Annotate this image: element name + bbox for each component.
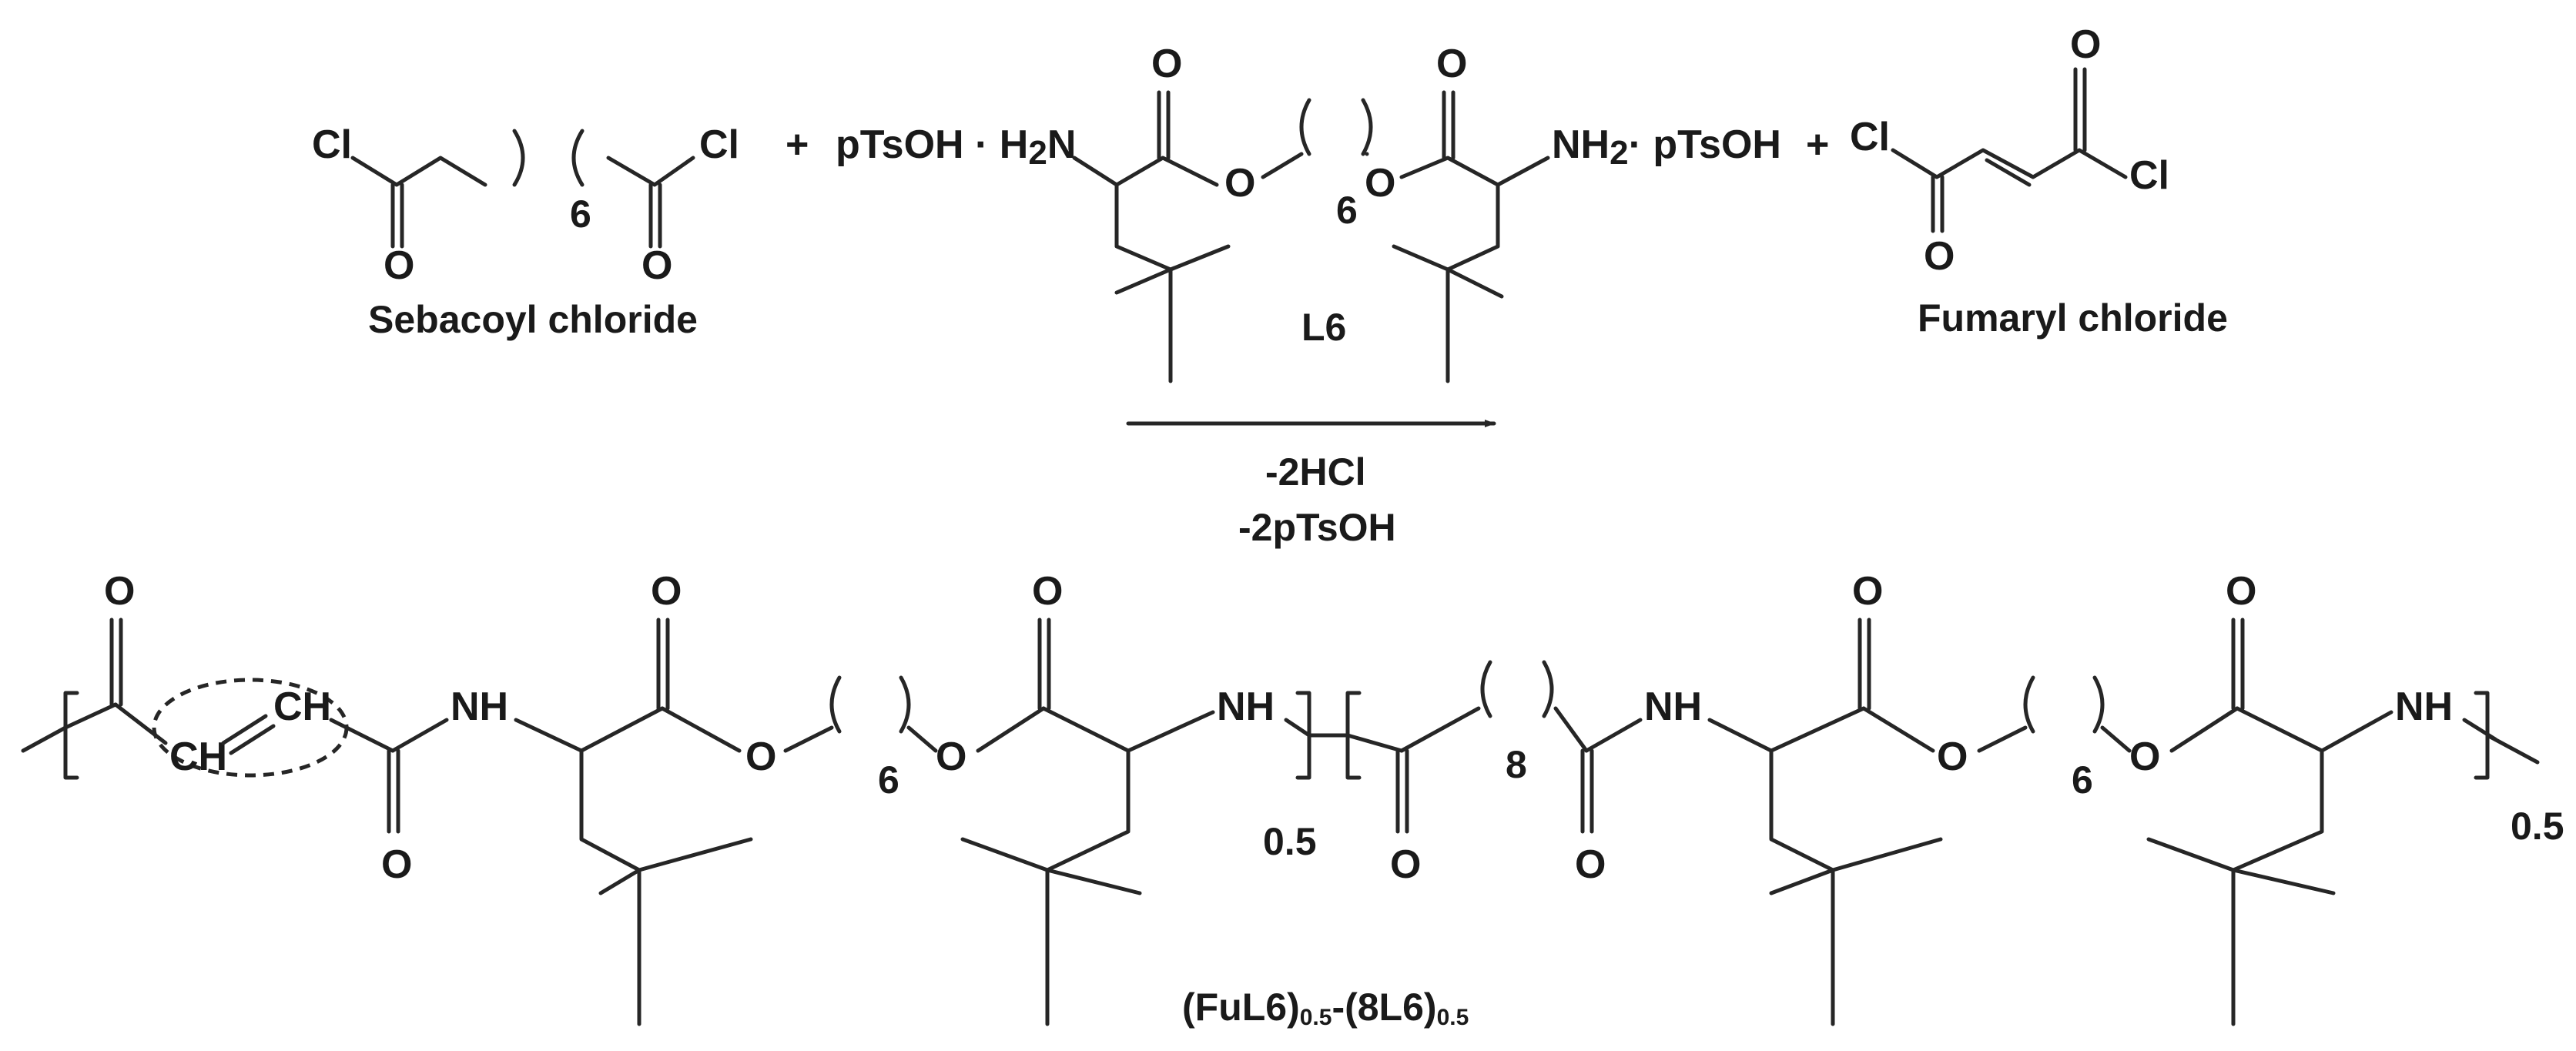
l6-o-carbonyl-left: O (1151, 42, 1182, 86)
product-o-4: O (745, 735, 776, 779)
reaction-arrow: -2HCl -2pTsOH (1126, 420, 1496, 549)
product-ch-top: CH (273, 684, 331, 729)
product-o-7: O (1390, 842, 1421, 887)
product-subscript-0.5-b: 0.5 (2511, 805, 2564, 848)
fumaryl-cl-left: Cl (1850, 115, 1890, 159)
fumaryl-o-bottom: O (1924, 234, 1955, 279)
sebacoyl-chloride-structure: Cl Cl O O 6 Sebacoyl chloride (312, 122, 739, 341)
product-o-2: O (381, 842, 412, 887)
sebacoyl-chloride-name: Sebacoyl chloride (368, 298, 698, 341)
product-o-1: O (104, 569, 135, 614)
product-o-11: O (2129, 735, 2160, 779)
product-nh-4: NH (2395, 684, 2453, 729)
sebacoyl-o-left: O (384, 243, 414, 288)
sebacoyl-cl-left: Cl (312, 122, 352, 167)
l6-left-salt: pTsOH · H2N (836, 122, 1076, 172)
plus-sign-2: + (1806, 122, 1829, 167)
product-repeat-6-a: 6 (878, 758, 899, 802)
fumaryl-cl-right: Cl (2129, 153, 2169, 198)
product-repeat-8: 8 (1506, 743, 1527, 786)
arrow-condition-hcl: -2HCl (1265, 450, 1366, 494)
fumaryl-o-top: O (2070, 22, 2101, 67)
product-ch-bottom: CH (169, 735, 227, 779)
l6-repeat-6: 6 (1336, 189, 1358, 232)
product-nh-1: NH (451, 684, 508, 729)
sebacoyl-repeat-6: 6 (570, 192, 591, 236)
sebacoyl-cl-right: Cl (699, 122, 739, 167)
arrow-condition-ptsoh: -2pTsOH (1238, 506, 1396, 549)
product-o-9: O (1852, 569, 1883, 614)
product-o-5: O (936, 735, 966, 779)
l6-monomer-structure: pTsOH · H2N O O 6 O O NH2· pTsOH L6 (836, 42, 1781, 383)
l6-name: L6 (1301, 306, 1346, 349)
product-repeat-6-c: 6 (2072, 758, 2093, 802)
plus-sign-1: + (786, 122, 809, 167)
l6-o-ester-left: O (1224, 161, 1255, 206)
product-polymer-structure: O CH CH O NH O O 6 O O NH (21, 569, 2564, 1030)
product-o-3: O (651, 569, 682, 614)
product-o-6: O (1032, 569, 1063, 614)
product-nh-3: NH (1644, 684, 1702, 729)
l6-right-salt: NH2· pTsOH (1552, 122, 1781, 172)
l6-o-ester-right: O (1365, 161, 1395, 206)
fumaryl-chloride-structure: Cl O O Cl Fumaryl chloride (1850, 22, 2228, 340)
product-name: (FuL6)0.5-(8L6)0.5 (1182, 986, 1469, 1030)
sebacoyl-o-right: O (641, 243, 672, 288)
product-o-8: O (1575, 842, 1606, 887)
product-subscript-0.5-a: 0.5 (1263, 820, 1317, 863)
fumaryl-chloride-name: Fumaryl chloride (1918, 296, 2228, 340)
product-o-10: O (1937, 735, 1968, 779)
product-o-12: O (2226, 569, 2256, 614)
product-nh-2: NH (1217, 684, 1275, 729)
l6-o-carbonyl-right: O (1436, 42, 1467, 86)
